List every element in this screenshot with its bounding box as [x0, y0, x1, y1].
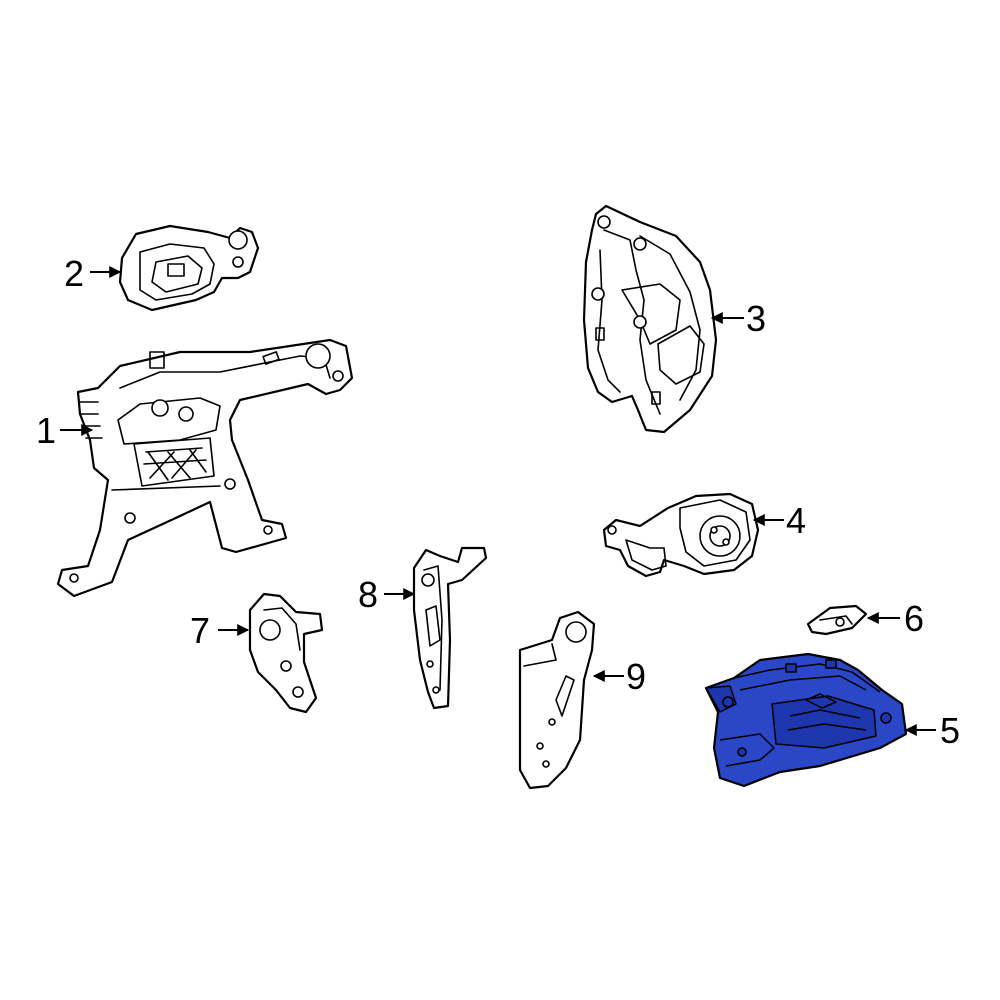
callout-6: 6 [904, 598, 924, 639]
part-8-narrow-bracket[interactable] [412, 546, 488, 710]
part-6-clip[interactable] [806, 604, 868, 636]
callout-8: 8 [358, 574, 378, 615]
leader-lines [60, 266, 936, 736]
callout-2: 2 [64, 253, 84, 294]
part-2-upper-mount[interactable] [118, 224, 260, 312]
callout-1: 1 [36, 410, 56, 451]
callout-4: 4 [786, 500, 806, 541]
callout-7: 7 [190, 610, 210, 651]
part-9-flat-bracket[interactable] [518, 610, 596, 790]
part-3-tall-bracket[interactable] [582, 204, 718, 434]
part-7-small-bracket[interactable] [248, 592, 324, 714]
callout-3: 3 [746, 298, 766, 339]
callout-9: 9 [626, 656, 646, 697]
part-4-torque-mount[interactable] [602, 492, 760, 578]
callout-labels: 1 2 3 4 5 6 7 8 9 [36, 253, 960, 751]
part-1-mount-bracket[interactable] [56, 338, 354, 598]
callout-5: 5 [940, 710, 960, 751]
part-5-transmission-mount[interactable] [704, 652, 908, 788]
